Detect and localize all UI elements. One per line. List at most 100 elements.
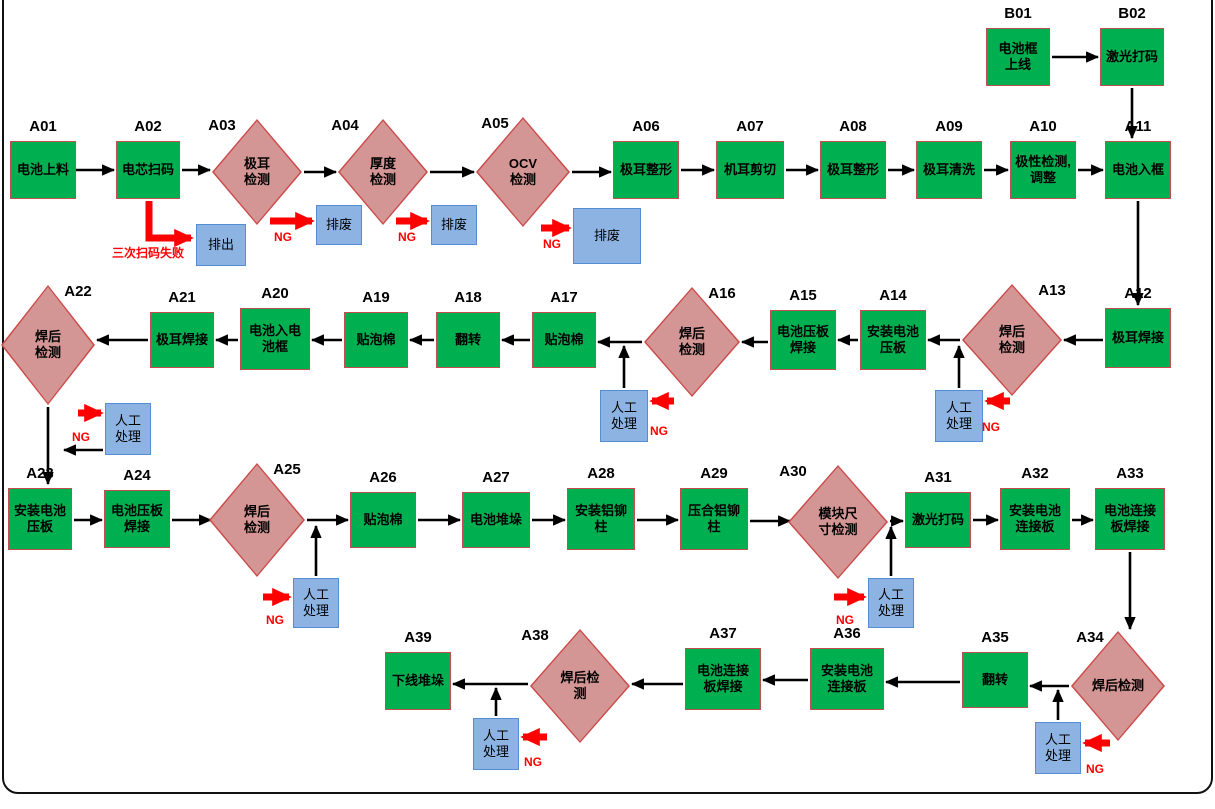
node-A01: 电池上料 bbox=[10, 141, 76, 199]
node-A26: 贴泡棉 bbox=[350, 492, 416, 548]
step-label-A18: A18 bbox=[454, 289, 482, 306]
node-manual-a38-text: 人工 处理 bbox=[482, 727, 509, 759]
node-A37: 电池连接 板焊接 bbox=[685, 648, 761, 710]
step-label-A13: A13 bbox=[1038, 282, 1066, 299]
node-A17: 贴泡棉 bbox=[532, 312, 596, 368]
node-A20: 电池入电 池框 bbox=[240, 308, 310, 370]
node-scrap-a05-text: 排废 bbox=[593, 227, 620, 243]
node-A28-text: 安装铝铆 柱 bbox=[574, 502, 627, 534]
ng-label-a16: NG bbox=[650, 424, 668, 438]
node-A35: 翻转 bbox=[962, 652, 1028, 708]
node-A06: 极耳整形 bbox=[613, 141, 679, 199]
node-A11: 电池入框 bbox=[1105, 141, 1171, 199]
step-label-A11: A11 bbox=[1124, 118, 1152, 135]
step-label-A02: A02 bbox=[134, 118, 162, 135]
node-manual-a22-text: 人工 处理 bbox=[114, 412, 141, 444]
node-A12-text: 极耳焊接 bbox=[1111, 329, 1164, 345]
step-label-A36: A36 bbox=[833, 625, 861, 642]
node-A06-text: 极耳整形 bbox=[619, 161, 672, 177]
node-manual-a30: 人工 处理 bbox=[868, 578, 914, 628]
node-manual-a13-text: 人工 处理 bbox=[945, 399, 972, 431]
node-A07-text: 机耳剪切 bbox=[723, 161, 776, 177]
ng-label-a03: NG bbox=[274, 230, 292, 244]
step-label-A22: A22 bbox=[64, 283, 92, 300]
step-label-A35: A35 bbox=[981, 629, 1009, 646]
node-A11-text: 电池入框 bbox=[1111, 161, 1164, 177]
node-A08: 极耳整形 bbox=[820, 141, 886, 199]
node-manual-a34: 人工 处理 bbox=[1035, 722, 1081, 774]
node-discard-a02: 排出 bbox=[196, 224, 246, 266]
step-label-A30: A30 bbox=[779, 463, 807, 480]
node-A15-text: 电池压板 焊接 bbox=[776, 323, 829, 355]
step-label-A21: A21 bbox=[168, 289, 196, 306]
node-A05-text: OCV 检测 bbox=[508, 155, 538, 187]
node-A23: 安装电池 压板 bbox=[8, 488, 72, 550]
ng-label-a22: NG bbox=[72, 430, 90, 444]
node-A32: 安装电池 连接板 bbox=[1000, 488, 1070, 550]
node-A34-text: 焊后检测 bbox=[1091, 677, 1144, 693]
node-A29: 压合铝铆 柱 bbox=[680, 488, 748, 550]
node-A10: 极性检测, 调整 bbox=[1010, 141, 1076, 199]
node-A17-text: 贴泡棉 bbox=[544, 331, 584, 347]
node-A24: 电池压板 焊接 bbox=[104, 490, 170, 548]
node-A21-text: 极耳焊接 bbox=[155, 331, 208, 347]
node-A26-text: 贴泡棉 bbox=[363, 511, 403, 527]
node-A31-text: 激光打码 bbox=[911, 511, 964, 527]
node-B02-text: 激光打码 bbox=[1105, 48, 1158, 64]
node-A25-text: 焊后 检测 bbox=[243, 503, 270, 535]
ng-label-a13: NG bbox=[982, 420, 1000, 434]
node-A09: 极耳清洗 bbox=[916, 141, 982, 199]
step-label-A25: A25 bbox=[273, 461, 301, 478]
node-manual-a16: 人工 处理 bbox=[600, 390, 648, 442]
step-label-A31: A31 bbox=[924, 469, 952, 486]
node-scrap-a04: 排废 bbox=[431, 205, 477, 245]
node-scrap-a03: 排废 bbox=[316, 205, 362, 245]
node-A39-text: 下线堆垛 bbox=[391, 672, 444, 688]
node-A28: 安装铝铆 柱 bbox=[567, 488, 635, 550]
node-manual-a38: 人工 处理 bbox=[473, 718, 519, 770]
step-label-A39: A39 bbox=[404, 629, 432, 646]
step-label-A12: A12 bbox=[1124, 285, 1152, 302]
step-label-A19: A19 bbox=[362, 289, 390, 306]
step-label-A15: A15 bbox=[789, 287, 817, 304]
node-A10-text: 极性检测, 调整 bbox=[1015, 153, 1071, 185]
node-manual-a25: 人工 处理 bbox=[293, 578, 339, 628]
node-B01-text: 电池框 上线 bbox=[998, 40, 1038, 72]
step-label-A37: A37 bbox=[709, 625, 737, 642]
step-label-A14: A14 bbox=[879, 287, 907, 304]
node-A08-text: 极耳整形 bbox=[826, 161, 879, 177]
node-A15: 电池压板 焊接 bbox=[770, 310, 836, 370]
node-discard-a02-text: 排出 bbox=[207, 236, 234, 252]
node-scrap-a04-text: 排废 bbox=[440, 216, 467, 232]
step-label-A01: A01 bbox=[29, 118, 57, 135]
step-label-A32: A32 bbox=[1021, 465, 1049, 482]
node-A14-text: 安装电池 压板 bbox=[866, 323, 919, 355]
node-A18-text: 翻转 bbox=[454, 331, 481, 347]
node-A36: 安装电池 连接板 bbox=[810, 648, 884, 710]
step-label-A17: A17 bbox=[550, 289, 578, 306]
node-A19: 贴泡棉 bbox=[344, 312, 408, 368]
node-scrap-a05: 排废 bbox=[573, 208, 641, 264]
ng-label-a34: NG bbox=[1086, 762, 1104, 776]
ng-label-a04: NG bbox=[398, 230, 416, 244]
node-manual-a16-text: 人工 处理 bbox=[610, 399, 637, 431]
node-A16-text: 焊后 检测 bbox=[678, 325, 705, 357]
node-A21: 极耳焊接 bbox=[150, 312, 214, 368]
step-label-A03: A03 bbox=[208, 117, 236, 134]
node-A27-text: 电池堆垛 bbox=[469, 511, 522, 527]
step-label-A24: A24 bbox=[123, 467, 151, 484]
node-A31: 激光打码 bbox=[905, 492, 971, 548]
node-manual-a34-text: 人工 处理 bbox=[1044, 731, 1071, 763]
ng-label-a25: NG bbox=[266, 613, 284, 627]
node-A33: 电池连接 板焊接 bbox=[1095, 488, 1165, 550]
step-label-A33: A33 bbox=[1116, 465, 1144, 482]
step-label-A06: A06 bbox=[632, 118, 660, 135]
node-A39: 下线堆垛 bbox=[385, 652, 451, 710]
node-A14: 安装电池 压板 bbox=[860, 310, 926, 370]
node-A12: 极耳焊接 bbox=[1105, 308, 1171, 368]
node-A03-text: 极耳 检测 bbox=[243, 155, 270, 187]
node-A27: 电池堆垛 bbox=[462, 492, 530, 548]
step-label-A04: A04 bbox=[331, 117, 359, 134]
step-label-A10: A10 bbox=[1029, 118, 1057, 135]
